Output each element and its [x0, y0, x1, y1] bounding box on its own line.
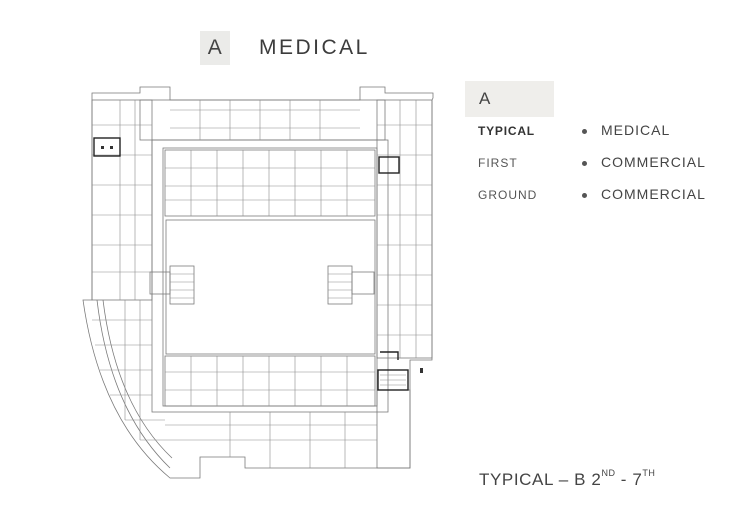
legend-row: GROUND COMMERCIAL	[478, 184, 728, 216]
page-header: A MEDICAL	[200, 31, 370, 65]
floor-range-separator: - 7	[615, 470, 643, 489]
floor-use-legend: TYPICAL MEDICAL FIRST COMMERCIAL GROUND …	[478, 120, 728, 216]
legend-use-value: COMMERCIAL	[601, 154, 706, 170]
floor-range-start-suffix: ND	[601, 468, 616, 479]
floor-range-prefix: TYPICAL – B 2	[479, 470, 602, 489]
legend-floor-label: TYPICAL	[478, 124, 535, 138]
page-title: MEDICAL	[259, 36, 370, 59]
bullet-icon	[582, 161, 587, 166]
legend-row: TYPICAL MEDICAL	[478, 120, 728, 152]
legend-floor-label: GROUND	[478, 188, 538, 202]
legend-use-value: COMMERCIAL	[601, 186, 706, 202]
block-badge: A	[200, 31, 230, 65]
bullet-icon	[582, 129, 587, 134]
bullet-icon	[582, 193, 587, 198]
legend-use-value: MEDICAL	[601, 122, 671, 138]
block-letter: A	[207, 36, 223, 59]
legend-block-badge: A	[465, 81, 554, 117]
floor-range-end-suffix: TH	[642, 468, 656, 479]
legend-row: FIRST COMMERCIAL	[478, 152, 728, 184]
legend-floor-label: FIRST	[478, 156, 518, 170]
legend-block-letter: A	[479, 89, 491, 108]
floor-range-label: TYPICAL – B 2ND - 7TH	[479, 468, 656, 490]
